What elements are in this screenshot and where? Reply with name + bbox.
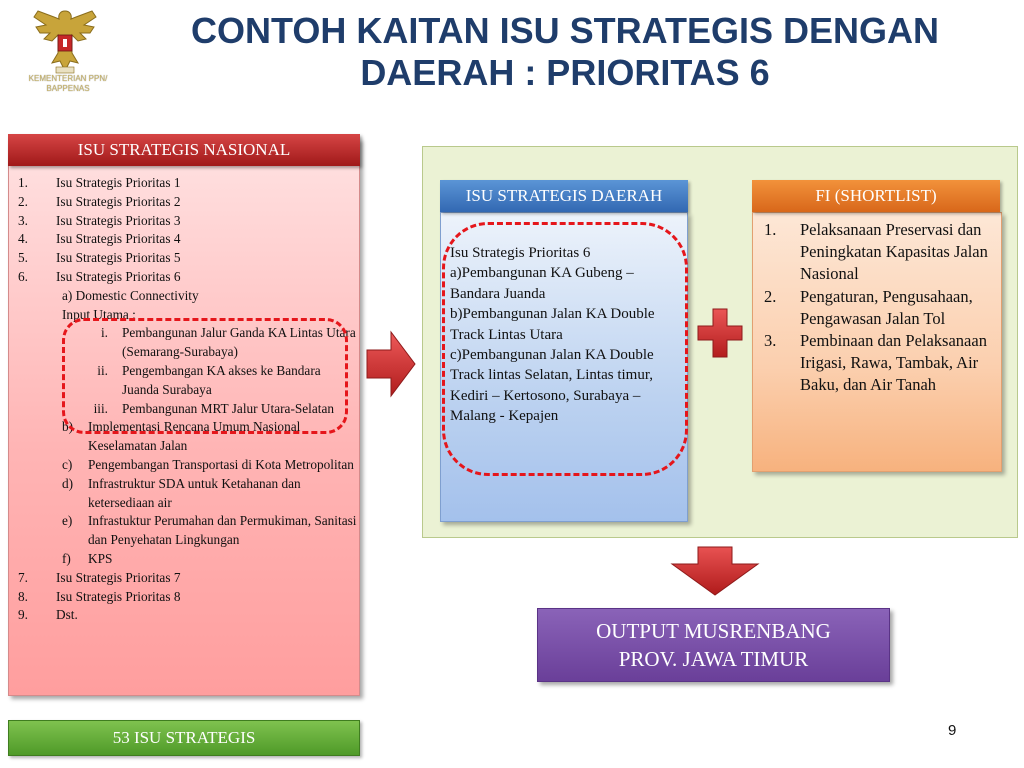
national-issue-text: Isu Strategis Prioritas 2 [56, 193, 181, 209]
fi-item-number: 1. [764, 220, 777, 239]
national-issue-text: Dst. [56, 607, 78, 623]
fi-item-number: 3. [764, 331, 777, 351]
national-issue-item: 8. Isu Strategis Prioritas 8 [18, 588, 358, 607]
fi-item-text: Pengaturan, Pengusahaan, Pengawasan Jala… [800, 286, 973, 328]
national-issue-number: 5. [18, 250, 28, 266]
national-issue-number: i. [100, 325, 108, 341]
national-issue-number: 2. [18, 193, 28, 209]
fi-item-text: Pembinaan dan Pelaksanaan Irigasi, Rawa,… [800, 331, 987, 395]
output-line-2: PROV. JAWA TIMUR [618, 647, 809, 671]
national-issue-item: 7. Isu Strategis Prioritas 7 [18, 569, 358, 588]
national-issue-number: 9. [18, 607, 28, 623]
national-issue-item: 3. Isu Strategis Prioritas 3 [18, 212, 358, 231]
national-issues-panel [8, 138, 360, 696]
national-issue-text: KPS [88, 550, 113, 566]
national-issue-text: Pengembangan Transportasi di Kota Metrop… [88, 456, 354, 472]
national-issue-text: Isu Strategis Prioritas 8 [56, 588, 181, 604]
national-issue-item: a) Domestic Connectivity [18, 287, 358, 306]
national-highlight-dashed-outline [62, 318, 348, 434]
fi-item: 3. Pembinaan dan Pelaksanaan Irigasi, Ra… [764, 330, 996, 397]
page-number: 9 [948, 722, 957, 739]
national-issue-number: e) [62, 513, 73, 529]
national-issue-item: c) Pengembangan Transportasi di Kota Metr… [18, 456, 358, 475]
national-issue-item: 4. Isu Strategis Prioritas 4 [18, 230, 358, 249]
regional-issue-line: b)Pembangunan Jalan KA Double Track Lint… [450, 306, 655, 343]
national-issue-text: Isu Strategis Prioritas 7 [56, 569, 181, 585]
national-issue-item: b)Implementasi Rencana Umum Nasional Kes… [18, 418, 358, 456]
regional-issues-header: ISU STRATEGIS DAERAH [440, 180, 688, 212]
fi-item-number: 2. [764, 286, 777, 306]
plus-icon [697, 308, 743, 358]
national-issue-item: 9. Dst. [18, 606, 358, 625]
national-issue-item: iii. Pembangunan MRT Jalur Utara-Selatan [18, 400, 358, 419]
national-issue-text: Pengembangan KA akses ke Bandara Juanda … [122, 362, 321, 397]
national-issue-text: Implementasi Rencana Umum Nasional Kesel… [88, 419, 301, 454]
fi-item-text: Pelaksanaan Preservasi dan Peningkatan K… [800, 220, 988, 284]
national-issue-number: iii. [93, 400, 108, 416]
national-issues-list: 1. Isu Strategis Prioritas 1 2. Isu Strateg… [18, 174, 358, 625]
fi-item: 2. Pengaturan, Pengusahaan, Pengawasan J… [764, 286, 996, 330]
arrow-right-icon [366, 330, 416, 398]
page-title: CONTOH KAITAN ISU STRATEGIS DENGAN DAERA… [160, 10, 970, 94]
national-issue-text: Infrastuktur Perumahan dan Permukiman, S… [88, 513, 357, 548]
national-issue-item: d) Infrastruktur SDA untuk Ketahanan dan … [18, 475, 358, 513]
national-issue-number: d) [62, 475, 74, 491]
national-issue-text: Infrastruktur SDA untuk Ketahanan dan ke… [88, 475, 301, 510]
national-issue-number: 8. [18, 588, 28, 604]
national-issue-number: 7. [18, 569, 28, 585]
national-issue-text: Pembangunan MRT Jalur Utara-Selatan [122, 400, 335, 416]
national-issue-item: 6. Isu Strategis Prioritas 6 [18, 268, 358, 287]
national-issue-number: 3. [18, 212, 28, 228]
page-title-line-2: DAERAH : PRIORITAS 6 [360, 52, 770, 93]
regional-issue-line: a)Pembangunan KA Gubeng – Bandara Juanda [450, 265, 634, 302]
national-issue-text: Isu Strategis Prioritas 4 [56, 231, 181, 247]
national-issue-text: Isu Strategis Prioritas 3 [56, 212, 181, 228]
national-issue-text: Input Utama : [62, 306, 136, 322]
national-issue-text: a) Domestic Connectivity [62, 287, 199, 303]
fi-shortlist-header: FI (SHORTLIST) [752, 180, 1000, 212]
logo-caption: KEMENTERIAN PPN/ BAPPENAS [28, 74, 108, 93]
national-issue-number: 4. [18, 231, 28, 247]
total-issues-bar: 53 ISU STRATEGIS [8, 720, 360, 756]
national-issue-number: f) [62, 550, 71, 566]
national-issue-number: c) [62, 456, 73, 472]
national-issue-text: Isu Strategis Prioritas 1 [56, 175, 181, 190]
national-issue-item: 5. Isu Strategis Prioritas 5 [18, 249, 358, 268]
page-title-line-1: CONTOH KAITAN ISU STRATEGIS DENGAN [190, 10, 940, 51]
national-issue-number: 6. [18, 268, 28, 284]
national-issue-text: Pembangunan Jalur Ganda KA Lintas Utara … [122, 325, 356, 360]
fi-item: 1. Pelaksanaan Preservasi dan Peningkata… [764, 219, 996, 286]
national-issue-number: ii. [97, 362, 108, 378]
fi-shortlist-panel [752, 212, 1002, 472]
national-issue-item: i. Pembangunan Jalur Ganda KA Lintas Utar… [18, 324, 358, 362]
national-issue-item: e) Infrastuktur Perumahan dan Permukiman,… [18, 512, 358, 550]
output-musrenbang-box: OUTPUT MUSRENBANG PROV. JAWA TIMUR [537, 608, 890, 682]
national-issues-header: ISU STRATEGIS NASIONAL [8, 134, 360, 166]
national-issue-number: 1. [18, 175, 28, 190]
regional-issue-line: c)Pembangunan Jalan KA Double Track lint… [450, 347, 654, 425]
national-issue-item: 2. Isu Strategis Prioritas 2 [18, 193, 358, 212]
national-issue-item: f) KPS [18, 550, 358, 569]
fi-shortlist-list: 1. Pelaksanaan Preservasi dan Peningkata… [764, 219, 996, 397]
output-line-1: OUTPUT MUSRENBANG [596, 619, 831, 643]
national-issue-text: Isu Strategis Prioritas 5 [56, 250, 181, 266]
national-issue-item: Input Utama : [18, 306, 358, 325]
national-issue-item: 1. Isu Strategis Prioritas 1 [18, 174, 358, 193]
garuda-emblem-icon [30, 5, 100, 100]
arrow-down-icon [670, 546, 760, 596]
regional-highlight-dashed-outline [442, 222, 688, 476]
national-issue-text: Isu Strategis Prioritas 6 [56, 268, 181, 284]
national-issue-item: ii. Pengembangan KA akses ke Bandara Juan… [18, 362, 358, 400]
